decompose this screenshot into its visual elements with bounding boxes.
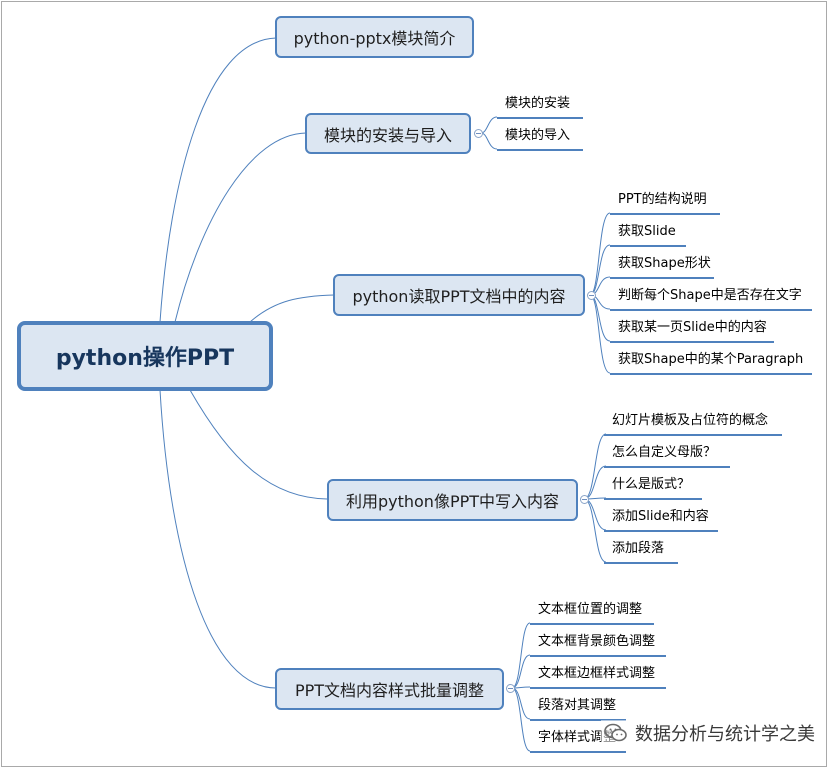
leaf-item[interactable]: 添加Slide和内容 [604, 504, 718, 532]
connector-root-b2 [249, 294, 335, 323]
leaf-item[interactable]: 怎么自定义母版？ [604, 440, 730, 468]
collapse-toggle-icon[interactable] [506, 684, 515, 693]
leaf-item[interactable]: 获取某一页Slide中的内容 [610, 315, 774, 343]
leaf-item[interactable]: 添加段落 [604, 536, 678, 564]
root-node[interactable]: python操作PPT [17, 321, 273, 391]
watermark-text: 数据分析与统计学之美 [635, 724, 815, 745]
leaf-item[interactable]: 模块的导入 [497, 123, 583, 151]
connector-root-b4 [159, 389, 277, 689]
branch-label: python读取PPT文档中的内容 [352, 287, 566, 306]
branch-label: python-pptx模块简介 [293, 29, 456, 48]
leaf-item[interactable]: 文本框边框样式调整 [530, 661, 666, 689]
wechat-icon [603, 720, 629, 746]
leaf-item[interactable]: 判断每个Shape中是否存在文字 [610, 283, 812, 311]
leaf-item[interactable]: 什么是版式？ [604, 472, 702, 500]
branch-read-ppt[interactable]: python读取PPT文档中的内容 [333, 274, 585, 316]
branch-style-adjust[interactable]: PPT文档内容样式批量调整 [275, 668, 504, 710]
branch-install-import[interactable]: 模块的安装与导入 [305, 113, 471, 154]
leaf-item[interactable]: 获取Shape中的某个Paragraph [610, 347, 812, 375]
branch-pptx-intro[interactable]: python-pptx模块简介 [275, 16, 474, 58]
branch-label: 模块的安装与导入 [323, 125, 452, 145]
collapse-toggle-icon[interactable] [580, 495, 589, 504]
leaf-item[interactable]: 字体样式调整 [530, 725, 626, 753]
connector-root-b0 [159, 37, 277, 323]
branch-write-ppt[interactable]: 利用python像PPT中写入内容 [327, 479, 578, 521]
collapse-toggle-icon[interactable] [587, 291, 596, 300]
leaf-item[interactable]: 模块的安装 [497, 91, 583, 119]
branch-label: 利用python像PPT中写入内容 [345, 492, 560, 511]
branch-label: PPT文档内容样式批量调整 [294, 681, 485, 700]
leaf-item[interactable]: 获取Slide [610, 219, 686, 247]
connector-root-b1 [174, 132, 307, 323]
leaf-item[interactable]: 幻灯片模板及占位符的概念 [604, 408, 782, 436]
leaf-item[interactable]: 文本框位置的调整 [530, 597, 654, 625]
connector-root-b3 [189, 389, 328, 500]
root-label: python操作PPT [55, 346, 235, 371]
leaf-item[interactable]: 获取Shape形状 [610, 251, 714, 279]
leaf-item[interactable]: PPT的结构说明 [610, 187, 720, 215]
collapse-toggle-icon[interactable] [474, 129, 483, 138]
leaf-item[interactable]: 段落对其调整 [530, 693, 626, 721]
watermark: 数据分析与统计学之美 [601, 720, 817, 746]
leaf-item[interactable]: 文本框背景颜色调整 [530, 629, 666, 657]
